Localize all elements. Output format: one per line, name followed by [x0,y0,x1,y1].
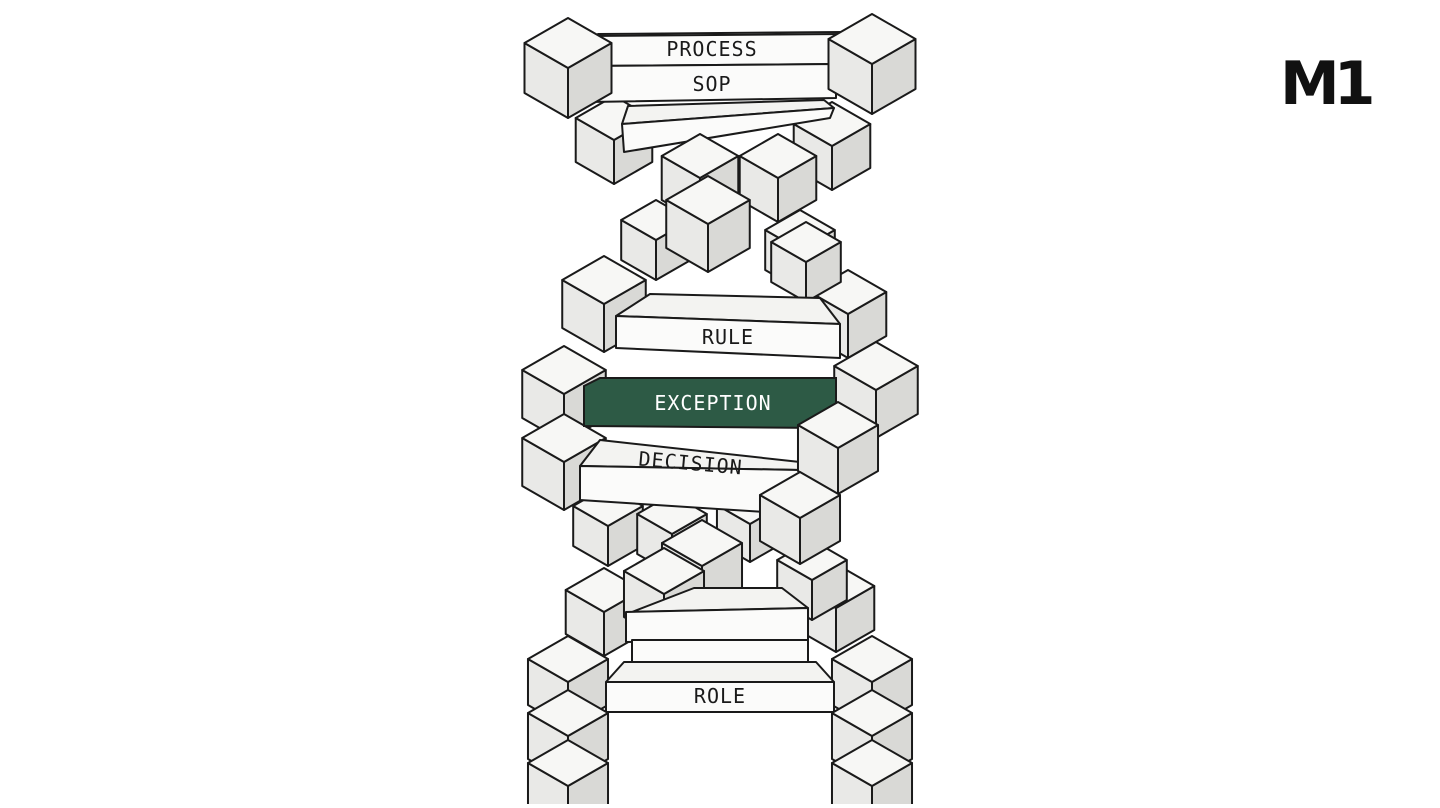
plank-process: PROCESS [589,31,843,67]
plank-exception: EXCEPTION [583,377,837,430]
cube [665,175,751,273]
cube [830,739,914,808]
plank-lower-step [625,587,809,643]
plank-rule: RULE [615,293,841,359]
plank-label-process: PROCESS [666,37,757,61]
cube [827,13,917,115]
cube [523,17,613,119]
plank-label-rule: RULE [702,325,754,349]
cube [526,739,610,808]
cube [572,485,644,567]
plank-lower-thin [631,639,809,663]
plank-diagonal-upper [621,99,835,153]
cube [758,471,842,565]
plank-label-exception: EXCEPTION [654,391,771,415]
cube [738,133,818,223]
helix-cubes-front [523,13,917,808]
plank-label-sop: SOP [692,72,731,96]
plank-sop: SOP [585,63,837,103]
plank-label-role: ROLE [694,684,746,708]
helix-cubes-mid [622,133,848,641]
plank-role: ROLE [605,661,835,713]
cube [833,341,919,439]
brand-logo: M1 [1280,49,1375,119]
cube [796,401,880,495]
